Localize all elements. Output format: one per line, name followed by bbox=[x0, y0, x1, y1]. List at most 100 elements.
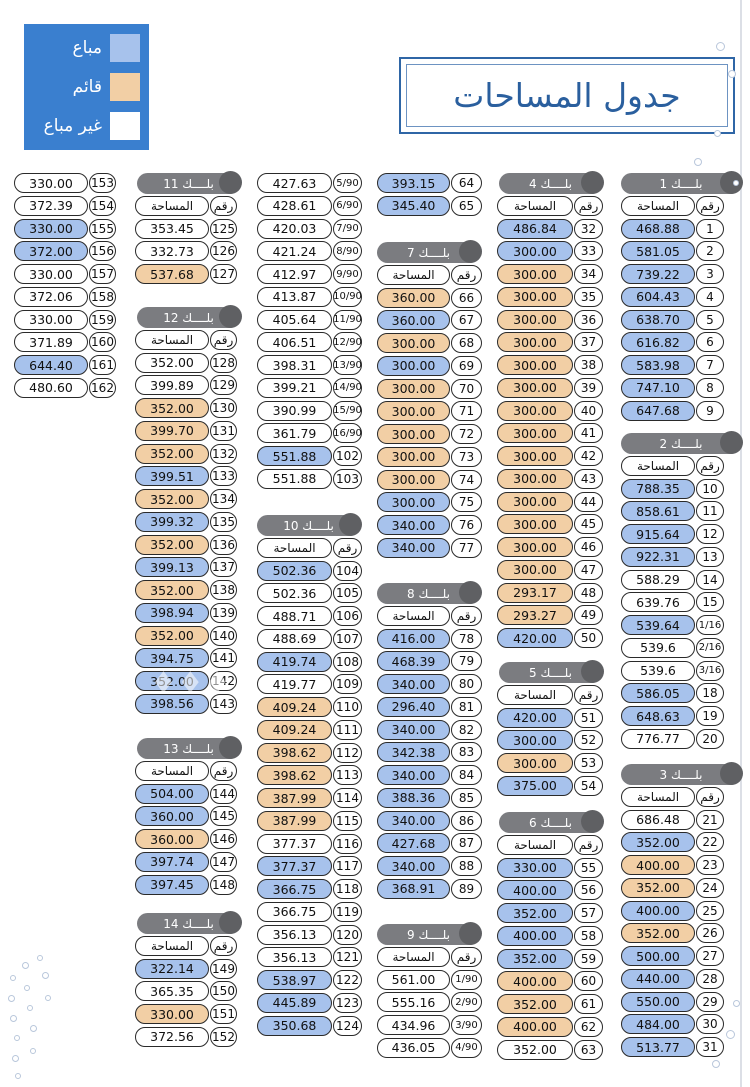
plot-number: 102 bbox=[333, 446, 362, 466]
plot-area: 427.63 bbox=[257, 173, 332, 193]
plot-area: 539.6 bbox=[621, 660, 695, 681]
plot-number: 10/90 bbox=[333, 286, 362, 307]
decorative-dot bbox=[714, 130, 721, 137]
plot-number: 9 bbox=[696, 400, 724, 421]
plot-number: 34 bbox=[574, 264, 603, 284]
plot-area: 371.89 bbox=[14, 332, 88, 353]
plot-number: 15/90 bbox=[333, 400, 362, 421]
block-title: بلــــك 11 bbox=[163, 176, 214, 191]
plot-area: 551.88 bbox=[257, 446, 332, 466]
decorative-line bbox=[740, 0, 742, 1087]
plot-number: 107 bbox=[333, 628, 362, 649]
column-header-area: المساحة bbox=[135, 329, 209, 350]
plot-number: 36 bbox=[574, 309, 603, 330]
plot-area: 400.00 bbox=[497, 880, 573, 901]
plot-area: 365.35 bbox=[135, 981, 209, 1002]
header-cap bbox=[219, 911, 242, 934]
plot-area: 352.00 bbox=[135, 398, 209, 418]
decorative-dot bbox=[14, 1035, 20, 1041]
column-header-area: المساحة bbox=[497, 195, 573, 216]
plot-area: 300.00 bbox=[497, 491, 573, 512]
plot-area: 372.39 bbox=[14, 195, 88, 216]
plot-area: 361.79 bbox=[257, 423, 332, 444]
plot-number: 27 bbox=[696, 946, 724, 966]
plot-area: 398.56 bbox=[135, 693, 209, 714]
plot-area: 502.36 bbox=[257, 560, 332, 581]
plot-number: 11 bbox=[696, 501, 724, 522]
block-header: بلــــك 11 bbox=[137, 171, 242, 194]
plot-number: 126 bbox=[210, 241, 237, 262]
plot-number: 14/90 bbox=[333, 377, 362, 398]
plot-number: 5/90 bbox=[333, 173, 362, 193]
plot-number: 33 bbox=[574, 241, 603, 262]
plot-area: 502.36 bbox=[257, 583, 332, 604]
plot-area: 352.00 bbox=[135, 352, 209, 373]
plot-number: 70 bbox=[451, 378, 482, 399]
plot-number: 73 bbox=[451, 446, 482, 467]
plot-number: 134 bbox=[210, 489, 237, 509]
plot-area: 387.99 bbox=[257, 810, 332, 831]
plot-number: 79 bbox=[451, 651, 482, 672]
plot-area: 377.37 bbox=[257, 856, 332, 877]
column-header-number: رقم bbox=[696, 195, 724, 216]
block-header: بلــــك 4 bbox=[499, 171, 604, 194]
plot-number: 35 bbox=[574, 286, 603, 307]
plot-area: 504.00 bbox=[135, 783, 209, 804]
plot-area: 340.00 bbox=[377, 674, 450, 694]
plot-area: 340.00 bbox=[377, 765, 450, 785]
plot-area: 352.00 bbox=[135, 443, 209, 464]
plot-number: 149 bbox=[210, 958, 237, 979]
plot-area: 648.63 bbox=[621, 706, 695, 726]
decorative-dot bbox=[42, 972, 49, 979]
title-box: جدول المساحات bbox=[399, 57, 735, 134]
decorative-dot bbox=[733, 1000, 740, 1007]
plot-area: 739.22 bbox=[621, 264, 695, 284]
block-header: بلــــك 2 bbox=[621, 431, 743, 454]
column-header-number: رقم bbox=[696, 455, 724, 476]
decorative-dot bbox=[22, 962, 29, 969]
plot-number: 69 bbox=[451, 355, 482, 376]
block-title: بلــــك 9 bbox=[407, 927, 450, 942]
block-title: بلــــك 3 bbox=[659, 767, 703, 782]
plot-number: 78 bbox=[451, 628, 482, 649]
plot-area: 352.00 bbox=[621, 877, 695, 898]
plot-number: 112 bbox=[333, 742, 362, 763]
legend-label: غير مباع bbox=[43, 116, 102, 136]
plot-number: 38 bbox=[574, 355, 603, 375]
plot-area: 300.00 bbox=[497, 309, 573, 330]
plot-number: 116 bbox=[333, 833, 362, 854]
block-title: بلــــك 6 bbox=[529, 815, 572, 830]
plot-area: 420.03 bbox=[257, 218, 332, 239]
decorative-dot bbox=[30, 1048, 36, 1054]
plot-number: 122 bbox=[333, 970, 362, 990]
plot-area: 300.00 bbox=[497, 286, 573, 307]
plot-area: 486.84 bbox=[497, 218, 573, 239]
plot-number: 7 bbox=[696, 355, 724, 375]
plot-area: 555.16 bbox=[377, 992, 450, 1013]
plot-area: 480.60 bbox=[14, 377, 88, 398]
plot-area: 322.14 bbox=[135, 958, 209, 979]
plot-area: 300.00 bbox=[497, 400, 573, 421]
plot-area: 368.91 bbox=[377, 878, 450, 899]
plot-number: 44 bbox=[574, 491, 603, 512]
column-header-area: المساحة bbox=[497, 684, 573, 705]
plot-number: 26 bbox=[696, 923, 724, 944]
plot-number: 118 bbox=[333, 879, 362, 899]
decorative-dot bbox=[10, 975, 16, 981]
plot-number: 18 bbox=[696, 683, 724, 704]
plot-number: 131 bbox=[210, 420, 237, 441]
plot-number: 128 bbox=[210, 352, 237, 373]
plot-area: 434.96 bbox=[377, 1015, 450, 1035]
column-header-number: رقم bbox=[333, 537, 362, 558]
plot-area: 330.00 bbox=[135, 1004, 209, 1024]
plot-number: 16/90 bbox=[333, 423, 362, 444]
plot-area: 300.00 bbox=[377, 446, 450, 467]
plot-number: 103 bbox=[333, 468, 362, 489]
plot-number: 5 bbox=[696, 309, 724, 330]
column-header-number: رقم bbox=[210, 195, 237, 216]
plot-area: 352.00 bbox=[497, 903, 573, 923]
header-cap bbox=[219, 736, 242, 759]
plot-number: 12/90 bbox=[333, 332, 362, 353]
plot-number: 14 bbox=[696, 569, 724, 590]
plot-number: 23 bbox=[696, 855, 724, 875]
